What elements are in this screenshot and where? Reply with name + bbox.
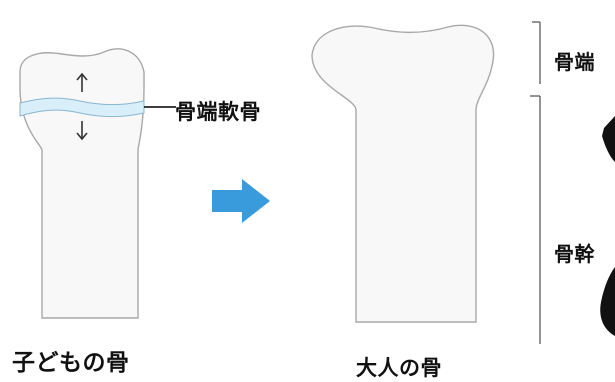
- diaphysis-bracket: [530, 95, 541, 344]
- right-arrow-icon: [212, 179, 270, 223]
- child-bone-caption: 子どもの骨: [12, 350, 130, 376]
- child-bone: [19, 48, 176, 319]
- down-arrow-icon: [76, 121, 88, 141]
- partial-black-shape-bottom: [600, 267, 615, 336]
- epiphysis-bracket: [532, 21, 541, 84]
- growth-plate-band: [19, 97, 145, 118]
- epiphysis-label: 骨端: [554, 50, 595, 74]
- partial-black-shape-top: [602, 116, 615, 162]
- diaphysis-label: 骨幹: [554, 242, 595, 266]
- adult-bone-caption: 大人の骨: [356, 356, 442, 380]
- growth-plate-label: 骨端軟骨: [175, 100, 261, 124]
- adult-bone: [311, 24, 495, 323]
- up-arrow-icon: [76, 72, 88, 92]
